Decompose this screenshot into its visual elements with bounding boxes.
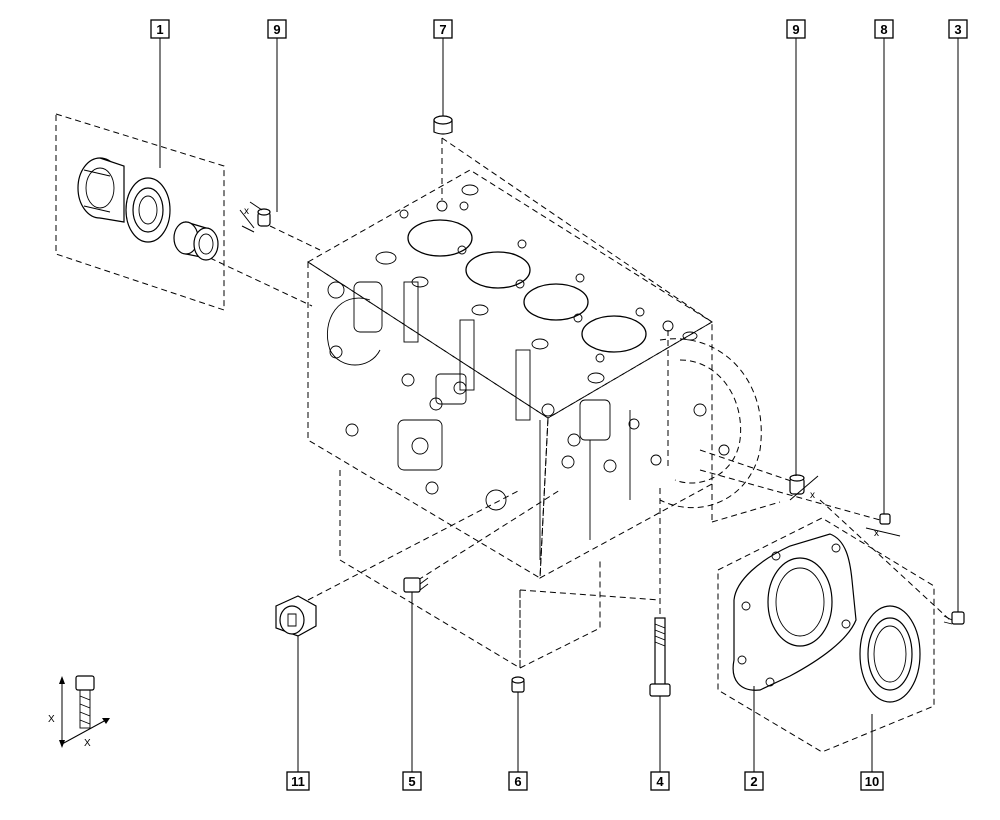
svg-text:3: 3 — [954, 22, 961, 37]
dimension-legend: X X — [48, 675, 110, 749]
callout-1: 1 — [150, 19, 170, 39]
rear-seal-assembly — [717, 517, 935, 753]
rear-seal-housing — [732, 533, 857, 691]
svg-text:8: 8 — [880, 22, 887, 37]
legend-x-horizontal: X — [84, 738, 91, 749]
svg-text:9: 9 — [792, 22, 799, 37]
callout-9-left: 9 — [267, 19, 287, 39]
centering-pin-dim-label: x — [874, 528, 879, 539]
callout-6: 6 — [508, 771, 528, 791]
svg-text:1: 1 — [156, 22, 163, 37]
callout-8: 8 — [874, 19, 894, 39]
core-plug-top — [433, 115, 453, 135]
long-bolt — [649, 617, 671, 697]
callout-9-right: 9 — [786, 19, 806, 39]
svg-text:11: 11 — [291, 774, 305, 789]
svg-text:4: 4 — [656, 774, 664, 789]
seal-fitting-tool — [77, 157, 125, 223]
dowel-left-dim-label: x — [244, 206, 249, 217]
front-seal-kit — [55, 113, 225, 311]
svg-text:2: 2 — [750, 774, 757, 789]
svg-text:7: 7 — [439, 22, 446, 37]
alignment-lines — [209, 137, 951, 668]
callout-10: 10 — [860, 771, 884, 791]
svg-text:9: 9 — [273, 22, 280, 37]
engine-block — [307, 169, 762, 669]
small-sleeve — [511, 676, 525, 693]
leader-lines — [159, 38, 959, 772]
centering-pin: x — [865, 513, 901, 539]
svg-text:6: 6 — [514, 774, 521, 789]
drain-plug — [275, 595, 317, 637]
svg-text:5: 5 — [408, 774, 415, 789]
callout-3: 3 — [948, 19, 968, 39]
legend-x-vertical: X — [48, 714, 55, 725]
dowel-right: x — [789, 474, 819, 501]
front-oil-seal — [125, 177, 171, 243]
cylinder-bore-3 — [523, 283, 589, 321]
callout-7: 7 — [433, 19, 453, 39]
cylinder-bore-4 — [581, 315, 647, 353]
dowel-left: x — [239, 201, 271, 233]
short-bolt — [403, 577, 429, 593]
cylinder-bore-2 — [465, 251, 531, 289]
rear-oil-seal — [859, 605, 921, 703]
callout-5: 5 — [402, 771, 422, 791]
callout-11: 11 — [286, 771, 310, 791]
callout-4: 4 — [650, 771, 670, 791]
svg-text:10: 10 — [865, 774, 879, 789]
cylinder-bore-1 — [407, 219, 473, 257]
dowel-right-dim-label: x — [810, 490, 815, 501]
housing-bolt — [943, 611, 965, 625]
callout-2: 2 — [744, 771, 764, 791]
seal-sleeve — [173, 221, 219, 261]
